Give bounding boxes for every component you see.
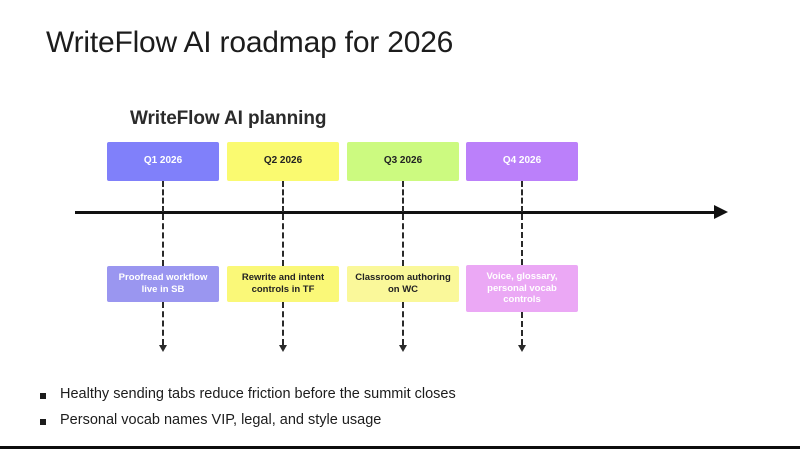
connector-line-upper xyxy=(282,181,284,212)
milestone-period-box: Q1 2026 xyxy=(107,142,219,181)
bullet-list: Healthy sending tabs reduce friction bef… xyxy=(40,386,456,438)
connector-line-lower xyxy=(162,302,164,345)
connector-line-middle xyxy=(402,214,404,266)
timeline-arrow-icon xyxy=(714,205,728,219)
bullet-text: Healthy sending tabs reduce friction bef… xyxy=(60,386,456,402)
milestone-deliverable-box: Rewrite and intent controls in TF xyxy=(227,266,339,302)
milestone-period-box: Q3 2026 xyxy=(347,142,459,181)
connector-line-middle xyxy=(521,214,523,265)
page-title: WriteFlow AI roadmap for 2026 xyxy=(46,26,454,59)
bullet-text: Personal vocab names VIP, legal, and sty… xyxy=(60,412,382,428)
milestone-deliverable-box: Proofread workflow live in SB xyxy=(107,266,219,302)
connector-line-upper xyxy=(521,181,523,212)
connector-line-middle xyxy=(162,214,164,266)
connector-line-upper xyxy=(162,181,164,212)
milestone-deliverable-box: Classroom authoring on WC xyxy=(347,266,459,302)
milestone-deliverable-box: Voice, glossary, personal vocab controls xyxy=(466,265,578,312)
connector-line-lower xyxy=(282,302,284,345)
bullet-item: Healthy sending tabs reduce friction bef… xyxy=(40,386,456,402)
connector-arrow-icon xyxy=(279,345,287,352)
connector-line-middle xyxy=(282,214,284,266)
timeline-axis xyxy=(75,211,720,214)
connector-line-lower xyxy=(402,302,404,345)
connector-line-lower xyxy=(521,312,523,345)
connector-arrow-icon xyxy=(399,345,407,352)
bullet-item: Personal vocab names VIP, legal, and sty… xyxy=(40,412,456,428)
bullet-square-icon xyxy=(40,393,46,399)
connector-arrow-icon xyxy=(518,345,526,352)
connector-arrow-icon xyxy=(159,345,167,352)
milestone-period-box: Q4 2026 xyxy=(466,142,578,181)
bullet-square-icon xyxy=(40,419,46,425)
chart-title: WriteFlow AI planning xyxy=(130,108,327,129)
milestone-period-box: Q2 2026 xyxy=(227,142,339,181)
connector-line-upper xyxy=(402,181,404,212)
